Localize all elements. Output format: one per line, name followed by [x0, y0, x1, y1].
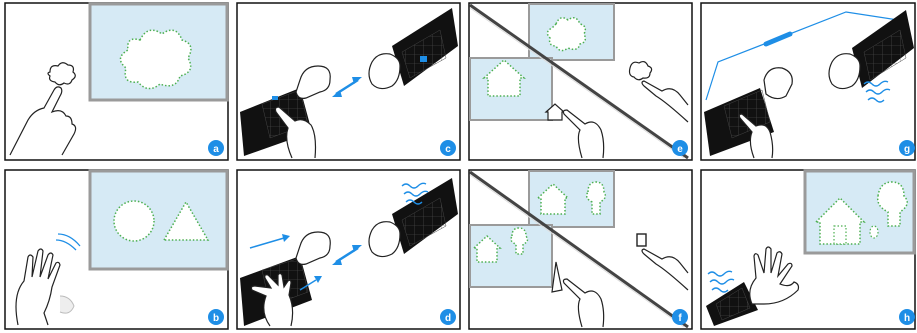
panel-d: d: [237, 170, 460, 329]
panel-label: a: [213, 144, 219, 155]
panel-label: b: [213, 313, 219, 324]
panel-label: g: [904, 144, 910, 155]
panel-h: h: [701, 170, 915, 329]
door-shape-icon: [637, 234, 646, 246]
wall-screen: [90, 171, 227, 269]
panel-a: a: [5, 3, 228, 160]
panel-label: d: [445, 313, 451, 324]
panel-label: c: [445, 144, 451, 155]
panel-e: e: [469, 3, 692, 160]
circle-shape-icon: [114, 201, 154, 241]
fist-icon: [369, 222, 400, 257]
panel-f: f: [469, 170, 692, 329]
cloud-outline-icon: [48, 63, 75, 85]
panel-b: b: [5, 170, 228, 329]
panel-c: c: [237, 3, 460, 160]
panel-g: g: [701, 3, 915, 160]
panel-label: e: [677, 144, 683, 155]
panel-label: h: [904, 313, 910, 324]
fist-icon: [829, 54, 860, 89]
fist-icon: [369, 54, 400, 89]
